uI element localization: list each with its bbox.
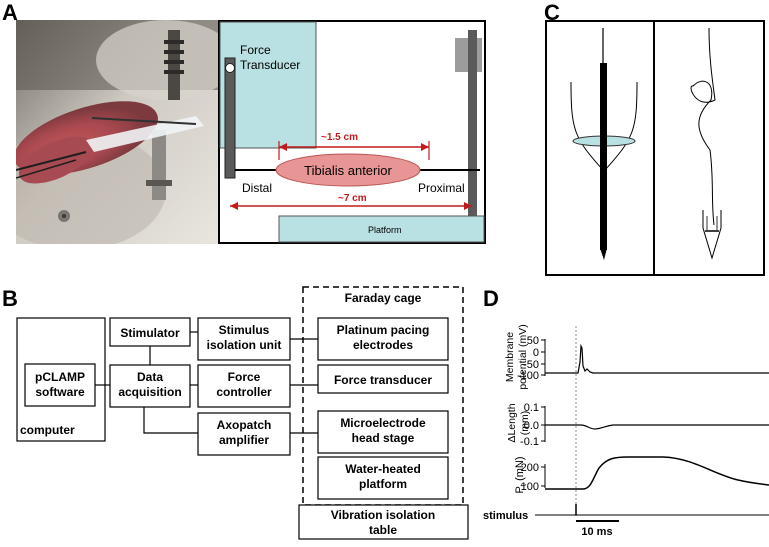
data-acquisition-label-line1: Data <box>137 370 163 384</box>
force-transducer-label-line1: Force <box>240 43 271 57</box>
panel-label-c: C <box>544 0 560 25</box>
axopatch-box <box>197 412 291 456</box>
stimulus-isolation-box <box>197 317 291 361</box>
vibration-table-label-line1: Vibration isolation <box>331 508 435 522</box>
setup-block-diagram: Faraday cage pCLAMP software computer St… <box>0 285 480 542</box>
pclamp-box <box>24 363 96 407</box>
membrane-tick: -100 <box>517 370 539 382</box>
twitch-force-trace <box>545 456 769 490</box>
proximal-label: Proximal <box>418 181 465 195</box>
muscle-ellipse <box>275 153 421 187</box>
membrane-tick: -50 <box>523 359 539 371</box>
force-transducer-label-line2: Transducer <box>240 58 300 72</box>
membrane-axis-label-line1: Membrane <box>504 332 516 382</box>
transducer-post <box>224 57 236 179</box>
force-transducer-box <box>317 364 449 394</box>
recordings-panel: Membrane potential (mV) 50 0 -50 -100 ΔL… <box>483 318 769 542</box>
panel-label-d: D <box>483 286 499 311</box>
water-platform-box <box>317 456 449 500</box>
distal-label: Distal <box>242 181 272 195</box>
stimulator-box <box>109 317 191 347</box>
pacing-electrodes-label-line1: Platinum pacing <box>337 323 430 337</box>
membrane-ticks: 50 0 -50 -100 <box>517 335 545 382</box>
long-dimension-label: ~7 cm <box>338 193 367 204</box>
membrane-axis-label-line2: potential (mV) <box>517 324 529 389</box>
force-transducer-label: Force transducer <box>334 373 432 387</box>
platform-box <box>278 215 485 243</box>
computer-label: computer <box>20 423 75 437</box>
vibration-table-box <box>298 504 469 540</box>
connector-daq-axopatch <box>143 407 198 434</box>
bent-electrode-wire <box>690 27 716 226</box>
membrane-tick: 50 <box>527 335 539 347</box>
force-transducer-box <box>219 21 317 149</box>
length-trace <box>545 424 769 430</box>
faraday-cage-boundary <box>302 286 464 506</box>
muscle-label: Tibialis anterior <box>304 163 392 178</box>
muscle-setup-schematic: Force Transducer ~1.5 cm Tibialis anteri… <box>218 20 486 244</box>
length-axis-label-line1: ΔLength <box>506 403 518 442</box>
platform-label: Platform <box>368 225 402 235</box>
microelectrode-panel <box>545 20 765 276</box>
force-ticks: 200 100 <box>521 462 545 493</box>
water-platform-label-line2: platform <box>359 477 407 491</box>
panel-label-a: A <box>2 0 18 25</box>
force-controller-label-line2: controller <box>216 385 272 399</box>
vibration-table-label-line2: table <box>369 523 397 537</box>
surgical-photo <box>16 20 218 244</box>
electrode-wire <box>600 63 607 250</box>
post-pin <box>225 63 235 73</box>
pacing-electrodes-label-line2: electrodes <box>353 338 413 352</box>
force-axis-label: Pt (mN) <box>514 456 528 493</box>
axopatch-label-line1: Axopatch <box>217 418 272 432</box>
panel-label-b: B <box>2 286 18 311</box>
proximal-post <box>468 30 477 236</box>
stimulator-label: Stimulator <box>120 326 180 340</box>
force-controller-box <box>197 364 291 408</box>
force-controller-label-line1: Force <box>228 370 261 384</box>
short-dimension-label: ~1.5 cm <box>321 132 358 143</box>
axopatch-label-line2: amplifier <box>219 433 269 447</box>
force-tick: 100 <box>521 481 539 493</box>
stimulus-isolation-label-line1: Stimulus <box>219 323 270 337</box>
water-platform-label-line1: Water-heated <box>345 462 421 476</box>
microelectrode-box <box>317 410 449 454</box>
length-tick: 0.0 <box>524 420 539 432</box>
stimulus-label: stimulus <box>483 510 528 522</box>
stimulus-isolation-label-line2: isolation unit <box>207 338 282 352</box>
length-axis-label-line2: (mm) <box>519 411 531 436</box>
force-tick: 200 <box>521 462 539 474</box>
faraday-cage-label: Faraday cage <box>345 291 422 305</box>
data-acquisition-box <box>109 364 191 408</box>
scale-bar-label: 10 ms <box>581 526 612 538</box>
action-potential-trace <box>545 343 769 374</box>
data-acquisition-label-line2: acquisition <box>118 385 181 399</box>
length-tick: 0.1 <box>524 402 539 414</box>
microelectrode-label-line1: Microelectrode <box>340 416 426 430</box>
pclamp-label-line1: pCLAMP <box>35 370 85 384</box>
microelectrode-label-line2: head stage <box>352 431 415 445</box>
length-ticks: 0.1 0.0 -0.1 <box>520 402 545 448</box>
pclamp-label-line2: software <box>35 385 85 399</box>
length-tick: -0.1 <box>520 436 539 448</box>
fine-tip-pipette <box>702 210 722 260</box>
membrane-tick: 0 <box>533 347 539 359</box>
